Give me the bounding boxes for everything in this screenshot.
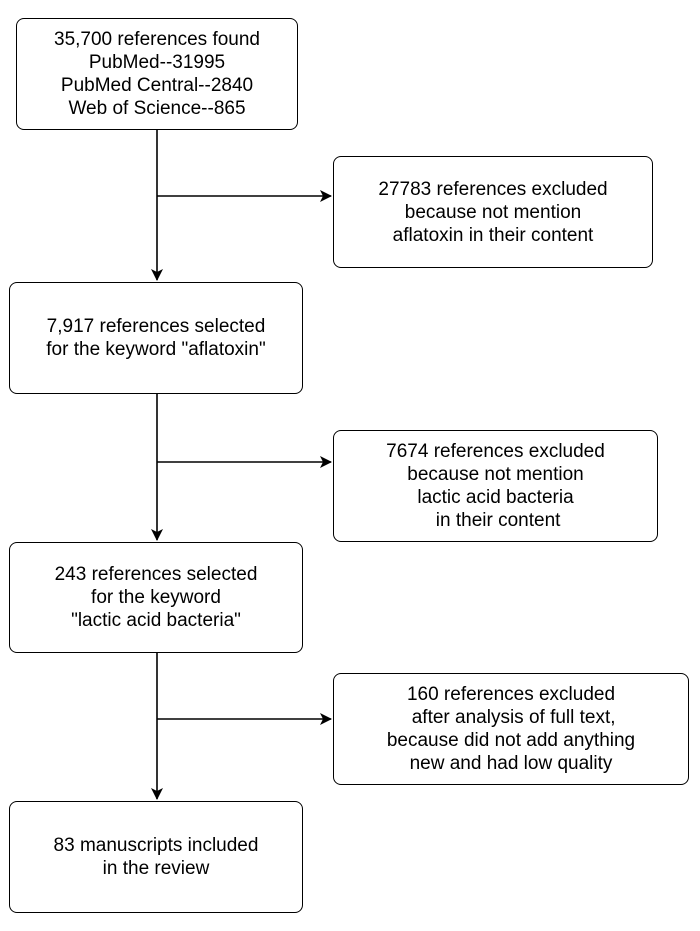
exclusion-box-1: 27783 references excluded because not me… [333,156,653,268]
exclusion-3-line-1: 160 references excluded [406,684,616,705]
exclusion-1-line-2: because not mention [404,201,582,223]
selection-box-aflatoxin: 7,917 references selected for the keywor… [9,282,303,394]
exclusion-2-line-2: because not mention [407,464,584,485]
start-box: 35,700 references found PubMed--31995 Pu… [16,18,298,130]
final-line-2: in the review [102,858,210,879]
step-3-line-1: 243 references selected [54,564,258,585]
exclusion-3-line-2: after analysis of full text, [406,707,616,728]
exclusion-2-line-1: 7674 references excluded [386,441,605,462]
step-2-line-1: 7,917 references selected [46,316,266,337]
exclusion-3-line-3: because did not add anything [386,730,636,751]
step-2-line-2: for the keyword "aflatoxin" [46,339,266,360]
exclusion-2-line-3: lactic acid bacteria [417,487,574,508]
selection-box-lactic-acid-bacteria: 243 references selected for the keyword … [9,542,303,653]
start-line-2: PubMed--31995 [88,52,226,73]
exclusion-1-line-3: aflatoxin in their content [392,224,594,246]
start-line-1: 35,700 references found [54,29,260,50]
exclusion-3-line-4: new and had low quality [409,753,613,774]
final-line-1: 83 manuscripts included [53,835,259,856]
step-3-line-2: for the keyword [91,587,221,608]
final-box: 83 manuscripts included in the review [9,801,303,913]
step-3-line-3: "lactic acid bacteria" [71,610,241,631]
exclusion-2-line-4: in their content [430,510,561,531]
exclusion-box-2: 7674 references excluded because not men… [333,430,658,542]
start-line-3: PubMed Central--2840 [60,75,254,96]
exclusion-box-3: 160 references excluded after analysis o… [333,673,689,785]
exclusion-1-line-1: 27783 references excluded [378,178,608,200]
start-line-4: Web of Science--865 [68,98,246,119]
